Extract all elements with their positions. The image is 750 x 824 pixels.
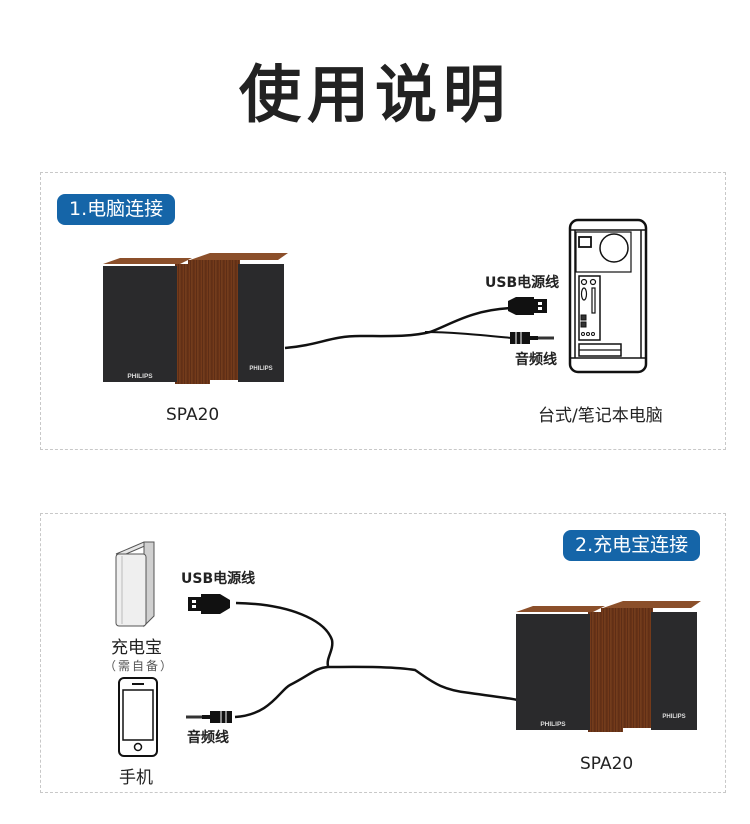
speaker-left-brand: PHILIPS bbox=[540, 721, 566, 728]
powerbank-label: 充电宝 bbox=[111, 638, 162, 658]
powerbank-connection-panel bbox=[40, 513, 726, 793]
usb-cable-label-2: USB电源线 bbox=[181, 571, 256, 587]
speaker-right-grille bbox=[238, 264, 284, 382]
speaker-right-brand: PHILIPS bbox=[662, 714, 685, 720]
audio-cable-label: 音频线 bbox=[515, 352, 557, 368]
speaker-model-label-2: SPA20 bbox=[580, 754, 634, 774]
computer-label: 台式/笔记本电脑 bbox=[538, 406, 663, 426]
usb-cable-label: USB电源线 bbox=[485, 275, 560, 291]
speaker-left-brand: PHILIPS bbox=[127, 373, 153, 380]
phone-icon bbox=[118, 677, 158, 757]
powerbank-note: （需自备） bbox=[104, 659, 175, 673]
usb-plug-icon bbox=[508, 297, 547, 315]
usb-plug-icon bbox=[188, 594, 230, 614]
powerbank-icon bbox=[115, 541, 155, 628]
computer-tower-icon bbox=[568, 218, 648, 374]
speaker-pair-image-2: PHILIPS PHILIPS bbox=[516, 601, 701, 732]
cable-lines-2 bbox=[234, 601, 518, 719]
speaker-model-label: SPA20 bbox=[166, 405, 220, 425]
speaker-left-grille bbox=[103, 266, 177, 382]
speaker-right-brand: PHILIPS bbox=[249, 366, 272, 372]
audio-cable-label-2: 音频线 bbox=[187, 730, 229, 746]
speaker-pair-image: PHILIPS PHILIPS bbox=[103, 253, 288, 384]
phone-label: 手机 bbox=[119, 768, 153, 788]
page-title: 使用说明 bbox=[238, 58, 511, 131]
speaker-right-top bbox=[190, 253, 288, 260]
computer-connection-panel bbox=[40, 172, 726, 450]
speaker-left-side bbox=[175, 264, 210, 384]
section-badge-computer: 1.电脑连接 bbox=[57, 194, 176, 225]
cable-lines bbox=[284, 306, 513, 350]
section-badge-powerbank: 2.充电宝连接 bbox=[563, 530, 701, 561]
speaker-left-top bbox=[103, 258, 192, 264]
audio-jack-icon bbox=[186, 711, 232, 723]
audio-jack-icon bbox=[510, 332, 554, 344]
